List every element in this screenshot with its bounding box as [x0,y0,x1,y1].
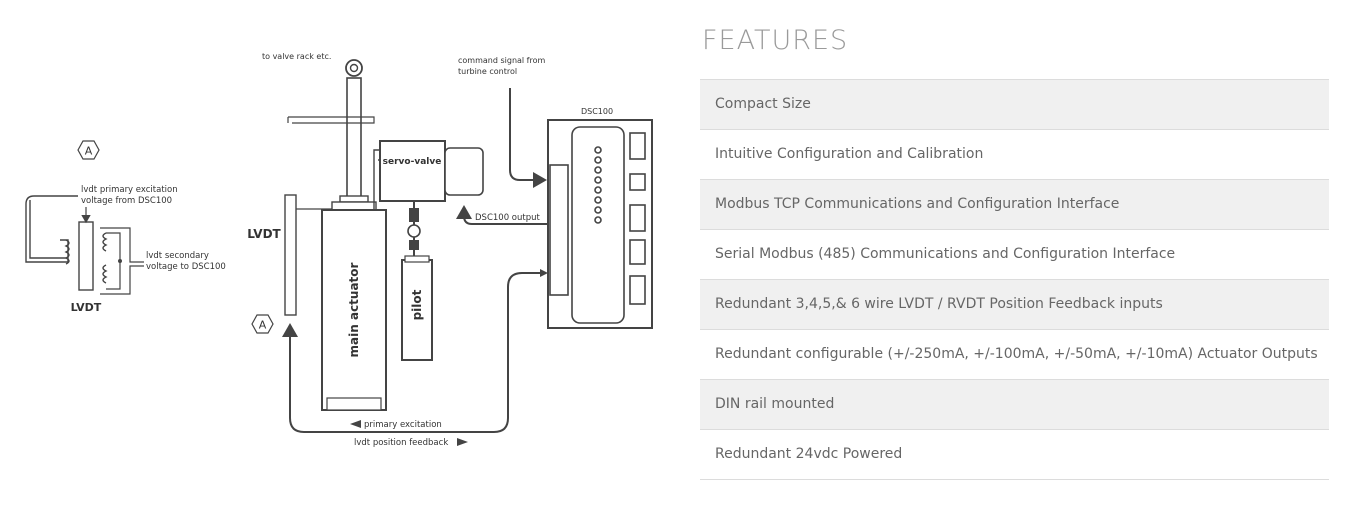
primary-excitation-arrow-icon [350,420,361,428]
valve-rack-label: to valve rack etc. [262,52,331,61]
lvdt-linkage [288,116,375,124]
lvdt-detail: A lvdt primary excitation voltage from D… [25,140,226,314]
feature-item: Intuitive Configuration and Calibration [700,130,1329,180]
lvdt-primary-label-2: voltage from DSC100 [81,196,172,206]
lvdt-primary-wire [25,195,78,263]
command-signal-label-2: turbine control [458,67,517,76]
features-section: FEATURES Compact Size Intuitive Configur… [700,25,1329,480]
feature-item: Redundant configurable (+/-250mA, +/-100… [700,330,1329,380]
command-signal-label-1: command signal from [458,56,546,65]
feature-item: Compact Size [700,80,1329,130]
pilot-label: pilot [410,289,424,320]
feature-item: Modbus TCP Communications and Configurat… [700,180,1329,230]
detail-marker-label: A [85,145,93,158]
secondary-coil-icon-1 [102,232,108,252]
detail-marker-label-main: A [259,319,267,332]
features-title: FEATURES [702,25,849,56]
lvdt-label: LVDT [247,227,281,241]
primary-coil-icon [64,239,70,265]
rod-eye-icon [345,59,363,77]
main-actuator-label: main actuator [347,262,361,357]
feedback-loop-wire [282,272,545,433]
feature-item: DIN rail mounted [700,380,1329,430]
system-diagram: A lvdt primary excitation voltage from D… [25,52,653,448]
din-rail-terminals [549,164,569,296]
command-signal-arrow [509,88,547,188]
dsc100-output-label: DSC100 output [475,213,541,223]
status-leds [594,146,602,224]
dsc100-output-arrow [456,205,548,225]
servo-valve-body [379,140,446,202]
detail-marker-hexagon [77,140,100,160]
feature-item: Serial Modbus (485) Communications and C… [700,230,1329,280]
servo-valve-label: servo-valve [383,157,442,167]
lvdt-body [284,194,297,316]
lvdt-secondary-label-2: voltage to DSC100 [146,262,226,272]
connector-ports [629,132,646,305]
feature-item: Redundant 24vdc Powered [700,430,1329,480]
lvdt-feedback-arrow-icon [457,438,468,446]
dsc100-label: DSC100 [581,107,613,116]
lvdt-feedback-label: lvdt position feedback [354,438,448,448]
lvdt-primary-label-1: lvdt primary excitation [81,185,178,195]
lvdt-detail-label: LVDT [71,301,102,314]
features-list: Compact Size Intuitive Configuration and… [700,79,1329,480]
detail-marker-hexagon-main [251,314,274,334]
piston-rod [346,77,362,199]
primary-excitation-label: primary excitation [364,420,442,430]
feature-item: Redundant 3,4,5,& 6 wire LVDT / RVDT Pos… [700,280,1329,330]
lvdt-core [78,221,94,291]
lvdt-secondary-label-1: lvdt secondary [146,251,209,261]
secondary-coil-icon-2 [102,264,108,284]
actuator-system: to valve rack etc. LVDT A main actuator … [247,52,653,448]
pilot-valve-icon [407,224,421,238]
